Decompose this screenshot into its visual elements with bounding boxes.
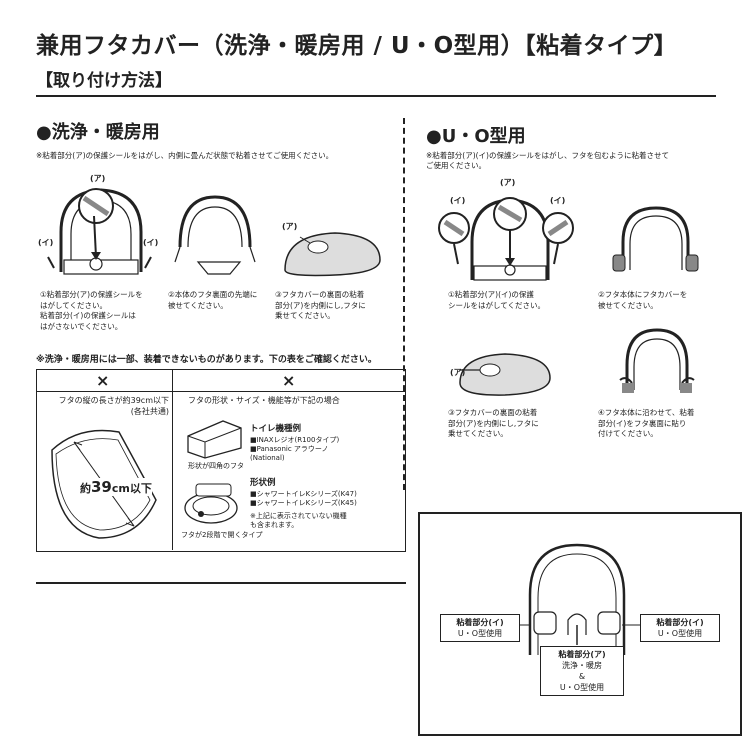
left-callout-title: 粘着部分(イ)	[456, 618, 504, 627]
square-lid-illustration	[187, 420, 242, 459]
shape-items: ■シャワートイレKシリーズ(K47) ■シャワートイレKシリーズ(K45)	[250, 490, 357, 507]
shape1-caption: 形状が四角のフタ	[188, 462, 244, 470]
right-label-a: (ア)	[500, 178, 516, 187]
center-callout-sub2: U・O型使用	[559, 683, 605, 692]
left-illustration-2	[174, 195, 256, 275]
table-column-divider	[172, 369, 173, 550]
right-illustration-4	[619, 328, 695, 393]
right-step-4: ④フタ本体に沿わせて、粘着 部分(イ)をフタ裏面に貼り 付けてください。	[598, 408, 695, 438]
right-callout: 粘着部分(イ) U・O型使用	[640, 614, 720, 642]
detail-box	[418, 512, 742, 736]
right-label-a-3: (ア)	[450, 368, 466, 377]
shape2-caption: フタが2段階で開くタイプ	[181, 531, 263, 539]
table-col1-mark: ×	[96, 371, 110, 390]
measure-num: 39	[91, 478, 112, 496]
shape-note: ※上記に表示されていない機種 も含まれます。	[250, 512, 347, 529]
measure-prefix: 約	[80, 482, 91, 495]
measure-label: 約39cm以下	[80, 478, 152, 496]
left-step-2: ②本体のフタ裏面の先端に 被せてください。	[168, 290, 258, 310]
center-callout-title: 粘着部分(ア)	[558, 650, 606, 659]
shape-head: 形状例	[250, 478, 276, 488]
center-callout-sub1: 洗浄・暖房	[562, 661, 602, 670]
table-header-divider	[36, 391, 406, 392]
column-divider	[403, 118, 405, 490]
toilet-head: トイレ機種例	[250, 424, 302, 434]
table-col2-text: フタの形状・サイズ・機能等が下記の場合	[188, 396, 340, 405]
center-callout: 粘着部分(ア) 洗浄・暖房 & U・O型使用	[540, 646, 624, 696]
left-bottom-rule	[36, 582, 406, 584]
left-step-3: ③フタカバーの裏面の粘着 部分(ア)を内側にし,フタに 乗せてください。	[275, 290, 366, 320]
left-illustration-1	[47, 188, 152, 275]
right-callout-title: 粘着部分(イ)	[656, 618, 704, 627]
left-callout-sub: U・O型使用	[457, 629, 503, 638]
detail-lid-illustration	[528, 543, 626, 655]
center-callout-amp: &	[578, 672, 586, 681]
right-step-1: ①粘着部分(ア)(イ)の保護 シールをはがしてください。	[448, 290, 546, 310]
left-warning: ※洗浄・暖房用には一部、装着できないものがあります。下の表をご確認ください。	[36, 355, 377, 365]
toilet-items: ■INAXレジオ(R100タイプ) ■Panasonic アラウーノ (Nati…	[250, 436, 340, 462]
left-step-1: ①粘着部分(ア)の保護シールを はがしてください。 粘着部分(イ)の保護シールは…	[40, 290, 143, 331]
left-illustration-3	[284, 232, 381, 277]
table-col1-text: フタの縦の長さが約39cm以下 (各社共通)	[58, 396, 169, 416]
header-rule	[36, 95, 716, 97]
compat-table	[36, 369, 406, 552]
left-section-heading: ●洗浄・暖房用	[36, 122, 160, 143]
measure-suffix: cm以下	[111, 482, 152, 495]
detail-leader-lines	[510, 624, 640, 626]
two-stage-lid-illustration	[184, 483, 238, 524]
left-label-a-3: (ア)	[282, 222, 298, 231]
right-section-heading: ●U・O型用	[426, 126, 526, 147]
right-illustration-2	[612, 206, 699, 272]
right-note: ※粘着部分(ア)(イ)の保護シールをはがし、フタを包むように粘着させて ご使用く…	[426, 151, 669, 170]
right-callout-sub: U・O型使用	[657, 629, 703, 638]
left-label-a: (ア)	[90, 174, 106, 183]
left-note: ※粘着部分(ア)の保護シールをはがし、内側に畳んだ状態で粘着させてご使用ください…	[36, 151, 334, 160]
right-label-i-right: (イ)	[550, 196, 566, 205]
page-subtitle: 【取り付け方法】	[36, 71, 172, 91]
left-callout: 粘着部分(イ) U・O型使用	[440, 614, 520, 642]
left-label-i-left: (イ)	[38, 238, 54, 247]
page-title: 兼用フタカバー（洗浄・暖房用 / U・O型用）【粘着タイプ】	[36, 33, 678, 59]
right-label-i-left: (イ)	[450, 196, 466, 205]
right-illustration-3	[459, 353, 551, 396]
left-label-i-right: (イ)	[143, 238, 159, 247]
right-step-2: ②フタ本体にフタカバーを 被せてください。	[598, 290, 688, 310]
right-step-3: ③フタカバーの裏面の粘着 部分(ア)を内側にし,フタに 乗せてください。	[448, 408, 539, 438]
table-col2-mark: ×	[282, 371, 296, 390]
right-illustration-1	[438, 197, 574, 281]
